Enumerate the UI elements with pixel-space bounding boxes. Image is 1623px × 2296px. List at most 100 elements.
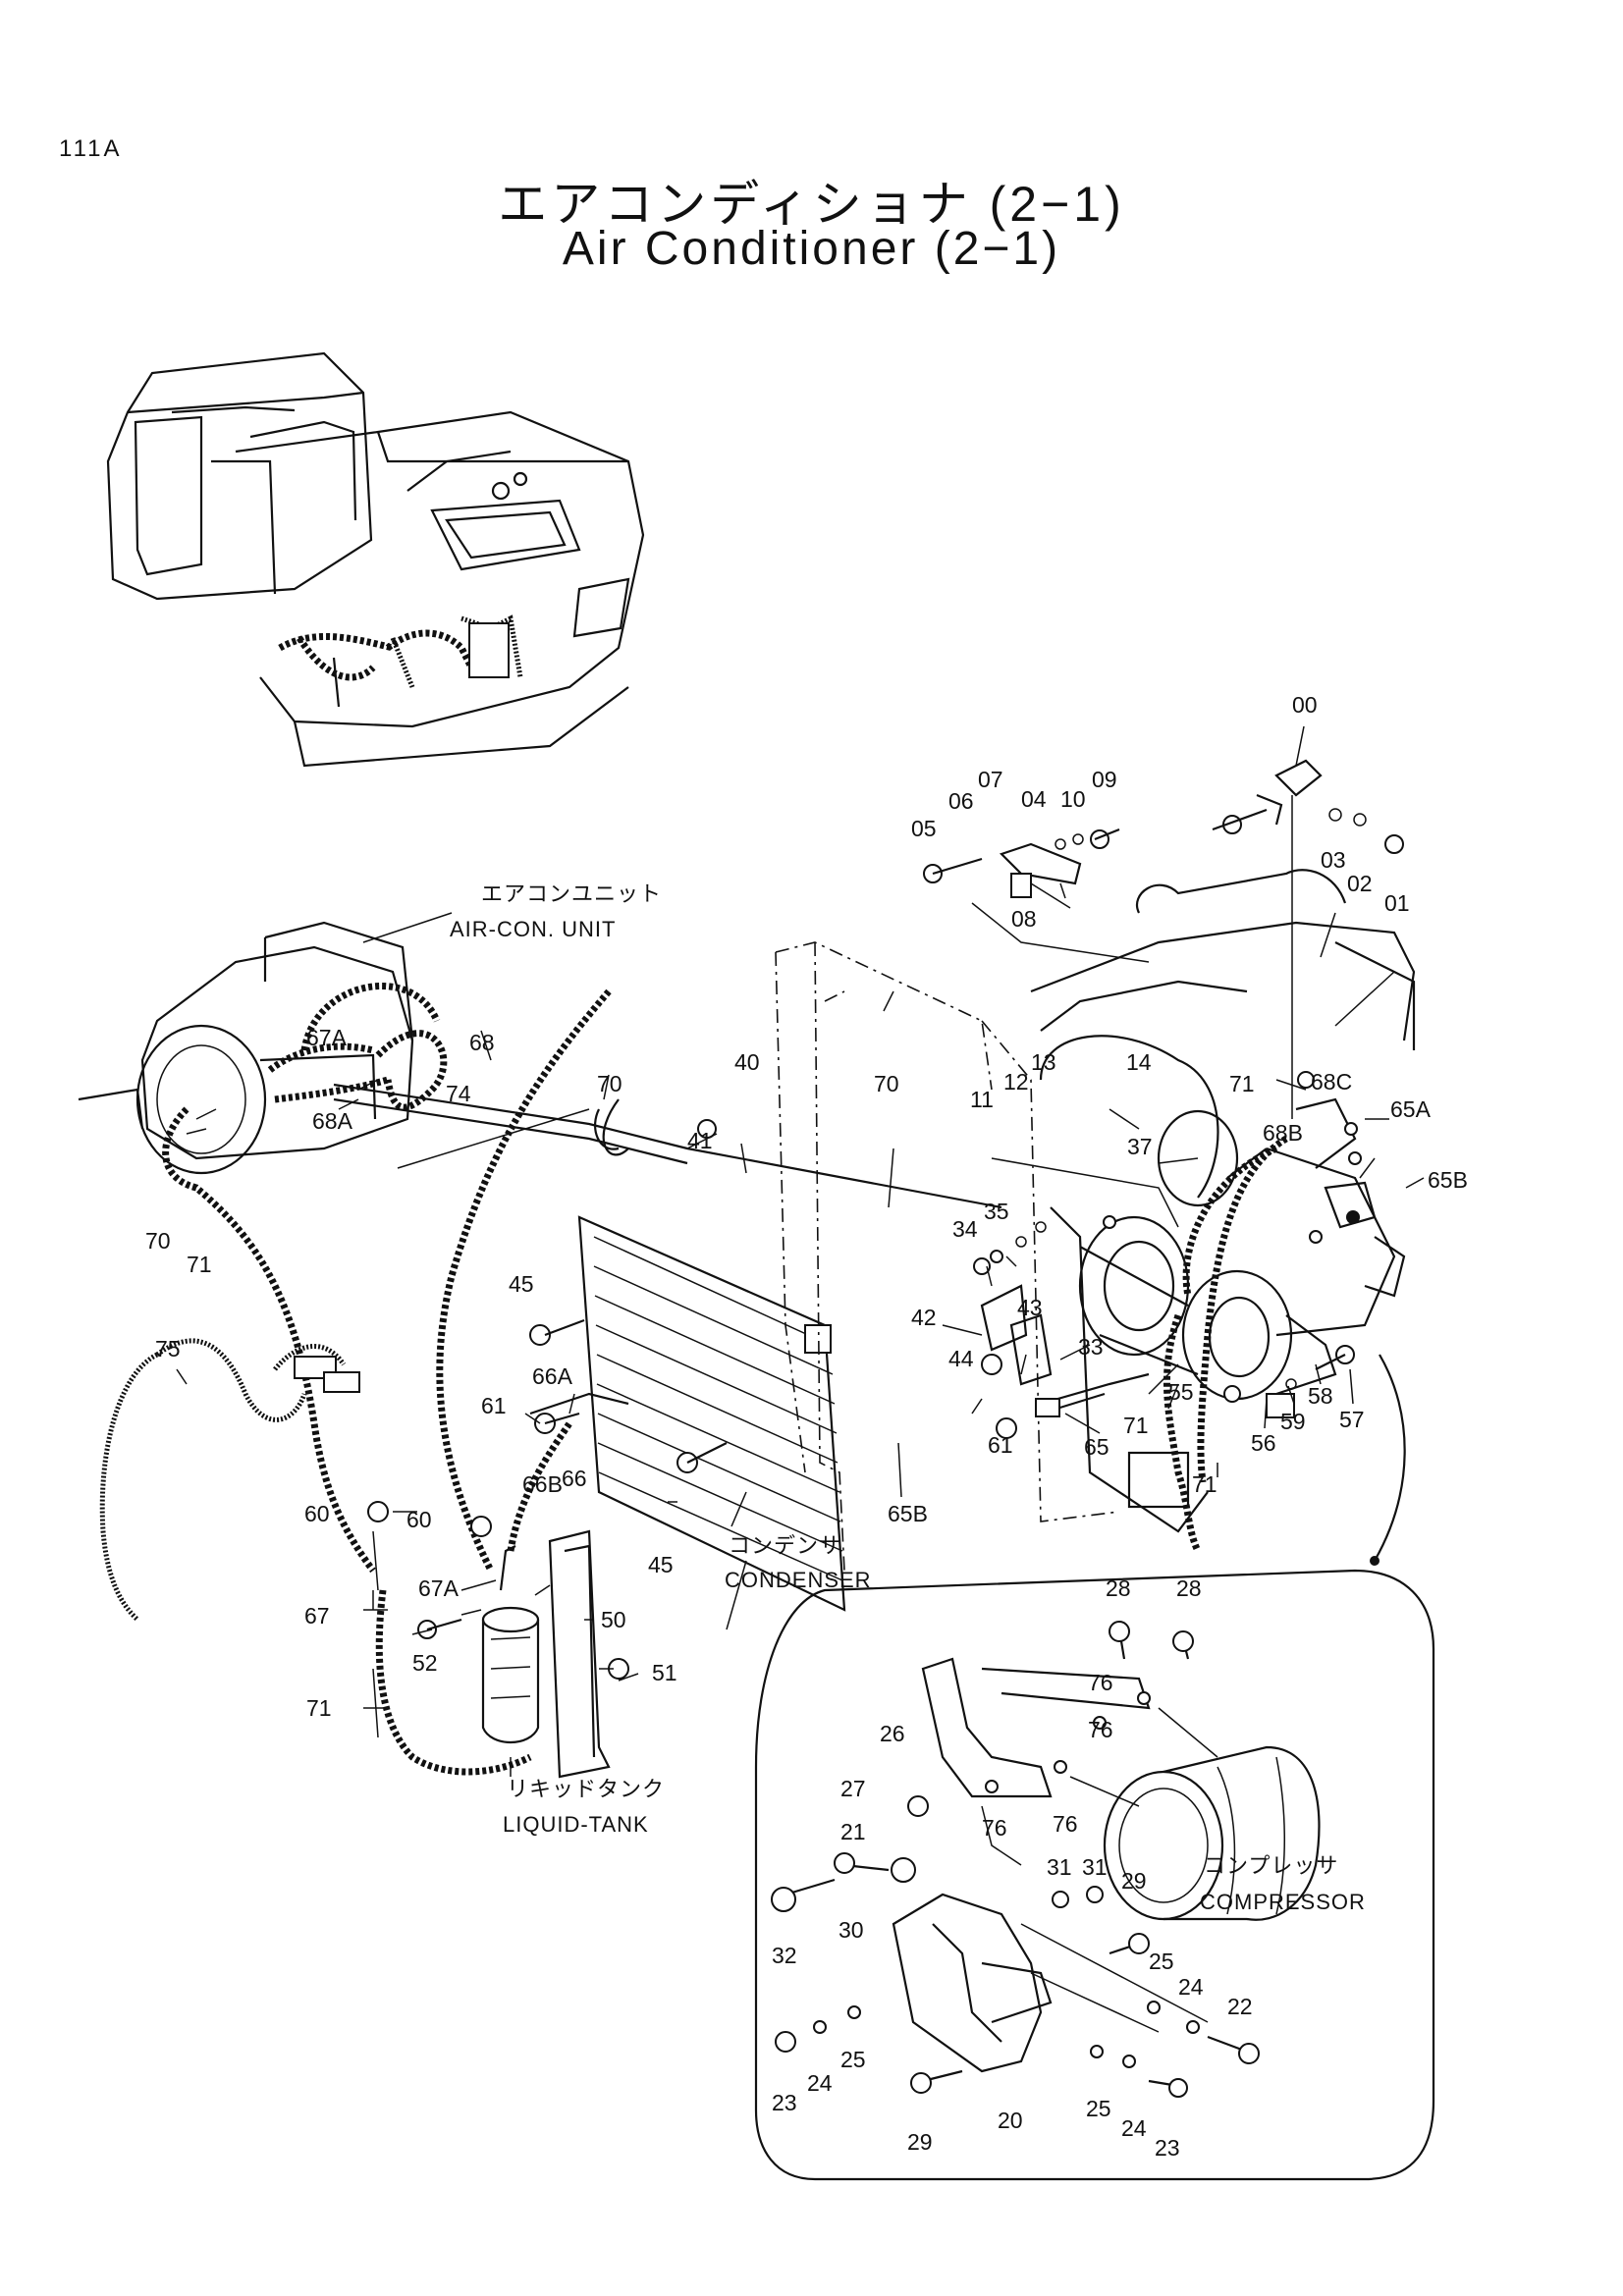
part-label: 67A <box>418 1575 460 1601</box>
part-label: 76 <box>1088 1670 1113 1695</box>
hardware-icons <box>367 808 1404 1680</box>
part-label: 28 <box>1106 1575 1131 1601</box>
aircon-unit-label-en: AIR-CON. UNIT <box>450 917 616 941</box>
part-label: 60 <box>406 1507 432 1532</box>
part-label: 57 <box>1339 1407 1365 1432</box>
part-label: 40 <box>734 1049 760 1075</box>
bolt-icons <box>771 1621 1260 2098</box>
part-label: 76 <box>1088 1717 1113 1742</box>
part-label: 25 <box>840 2047 866 2072</box>
part-labels: 00 01 02 03 04 05 06 07 08 09 10 11 12 1… <box>145 692 1468 2161</box>
part-label: 01 <box>1384 890 1410 916</box>
part-label: 52 <box>412 1650 438 1676</box>
part-label: 34 <box>952 1216 978 1242</box>
part-label: 28 <box>1176 1575 1202 1601</box>
part-label: 70 <box>597 1071 622 1096</box>
part-label: 45 <box>648 1552 674 1577</box>
part-label: 61 <box>481 1393 507 1418</box>
part-label: 21 <box>840 1819 866 1844</box>
part-label: 33 <box>1078 1334 1104 1360</box>
part-label: 65B <box>888 1501 928 1526</box>
part-label: 71 <box>1123 1413 1149 1438</box>
part-label: 67A <box>306 1025 348 1050</box>
leader-lines <box>176 725 1425 1777</box>
part-label: 27 <box>840 1776 866 1801</box>
part-label: 09 <box>1092 767 1117 792</box>
liquid-tank-label-jp: リキッドタンク <box>507 1777 665 1801</box>
radiator-frame-drawing <box>775 941 1120 1572</box>
part-label: 00 <box>1292 692 1318 718</box>
part-label: 26 <box>880 1721 905 1746</box>
condenser-label-en: CONDENSER <box>725 1568 872 1592</box>
part-label: 20 <box>998 2108 1023 2133</box>
part-label: 11 <box>970 1087 994 1112</box>
part-label: 60 <box>304 1501 330 1526</box>
part-label: 50 <box>601 1607 626 1632</box>
compressor-detail-box <box>754 1354 1435 2181</box>
part-label: 65A <box>1390 1096 1432 1122</box>
aircon-unit-label-jp: エアコンユニット <box>481 881 662 906</box>
part-label: 31 <box>1047 1854 1072 1880</box>
part-label: 66 <box>562 1466 587 1491</box>
part-label: 75 <box>155 1336 181 1362</box>
part-label: 65B <box>1428 1167 1468 1193</box>
part-label: 56 <box>1251 1430 1276 1456</box>
part-label: 24 <box>807 2070 833 2096</box>
part-label: 02 <box>1347 871 1373 896</box>
part-label: 08 <box>1011 906 1037 932</box>
liquid-tank-label-en: LIQUID-TANK <box>503 1812 649 1837</box>
part-label: 24 <box>1121 2115 1147 2141</box>
part-label: 25 <box>1086 2096 1111 2121</box>
part-label: 12 <box>1003 1069 1029 1095</box>
part-label: 66B <box>522 1471 563 1497</box>
condenser-label-jp: コンデンサ <box>729 1533 841 1558</box>
part-label: 30 <box>839 1917 864 1943</box>
part-label: 74 <box>446 1081 471 1106</box>
part-label: 43 <box>1017 1295 1043 1320</box>
part-label: 65 <box>1084 1434 1109 1460</box>
part-label: 71 <box>1192 1471 1217 1497</box>
liquid-tank-drawing <box>481 1529 611 1779</box>
part-label: 71 <box>306 1695 332 1721</box>
title-english: Air Conditioner (2−1) <box>562 223 1061 275</box>
part-label: 05 <box>911 816 937 841</box>
part-label: 55 <box>1168 1379 1194 1405</box>
part-label: 29 <box>907 2129 933 2155</box>
part-label: 68 <box>469 1030 495 1055</box>
page-number: 111A <box>59 135 123 162</box>
part-label: 07 <box>978 767 1003 792</box>
part-label: 68C <box>1311 1069 1352 1095</box>
part-label: 37 <box>1127 1134 1153 1159</box>
part-label: 31 <box>1082 1854 1108 1880</box>
part-label: 06 <box>948 788 974 814</box>
part-label: 10 <box>1060 786 1086 812</box>
part-label: 25 <box>1149 1949 1174 1974</box>
part-label: 41 <box>687 1128 713 1153</box>
part-label: 51 <box>652 1660 677 1685</box>
part-label: 24 <box>1178 1974 1204 2000</box>
part-label: 13 <box>1031 1049 1056 1075</box>
part-label: 23 <box>772 2090 797 2115</box>
part-label: 68A <box>312 1108 353 1134</box>
part-label: 61 <box>988 1432 1013 1458</box>
part-label: 23 <box>1155 2135 1180 2161</box>
part-label: 44 <box>948 1346 974 1371</box>
aircon-unit-drawing <box>78 921 448 1175</box>
part-label: 29 <box>1121 1868 1147 1894</box>
part-label: 68B <box>1263 1120 1303 1146</box>
top-bracket-drawing <box>971 759 1323 1228</box>
part-label: 66A <box>532 1363 573 1389</box>
part-label: 67 <box>304 1603 330 1629</box>
part-label: 32 <box>772 1943 797 1968</box>
part-label: 76 <box>1053 1811 1078 1837</box>
excavator-overview-drawing <box>106 351 645 768</box>
part-label: 03 <box>1321 847 1346 873</box>
engine-drawing <box>1030 869 1416 1533</box>
condenser-drawing <box>577 1215 846 1612</box>
compressor-label-jp: コンプレッサ <box>1204 1853 1338 1878</box>
part-label: 71 <box>1229 1071 1255 1096</box>
part-label: 45 <box>509 1271 534 1297</box>
part-label: 71 <box>187 1252 212 1277</box>
part-label: 22 <box>1227 1994 1253 2019</box>
